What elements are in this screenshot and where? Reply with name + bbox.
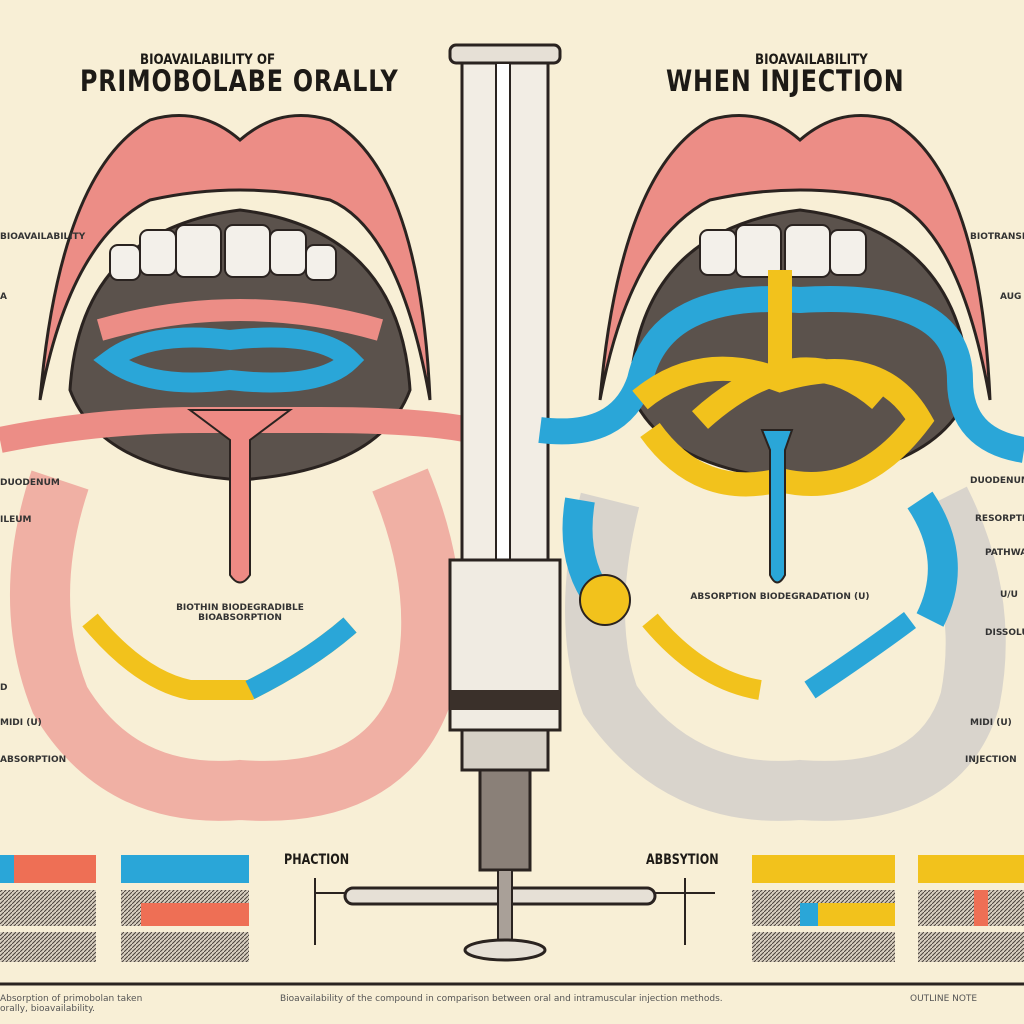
left-center-label: BIOTHIN BIODEGRADIBLE BIOABSORPTION	[176, 603, 304, 623]
left-side-label: ILEUM	[0, 515, 32, 525]
left-side-label: BIOAVAILABILITY	[0, 232, 86, 242]
right-subtitle: BIOAVAILABILITY	[755, 52, 868, 68]
right-yellow-tubes	[632, 270, 935, 497]
right-side-label: AUG	[1000, 292, 1022, 302]
left-teeth	[109, 224, 337, 281]
right-blue-tube	[538, 286, 1024, 463]
right-intestine	[565, 486, 1006, 821]
footer-center-note: Bioavailability of the compound in compa…	[280, 994, 723, 1004]
left-intestine	[10, 468, 462, 821]
right-side-label: BIOTRANSFORM	[970, 232, 1024, 242]
right-bottom-label: ABBSYTION	[646, 852, 719, 868]
right-side-label: RESORPTION	[975, 514, 1024, 524]
left-pink-tube	[0, 407, 473, 453]
right-side-label: INJECTION	[965, 755, 1017, 765]
footer-right-note: OUTLINE NOTE	[910, 994, 978, 1004]
syringe-illustration	[314, 43, 715, 962]
right-side-label: PATHWAY	[985, 548, 1024, 558]
left-subtitle: BIOAVAILABILITY OF	[140, 52, 276, 68]
right-side-label: DISSOLUTION	[985, 628, 1024, 638]
right-legend-boxes	[752, 855, 1024, 962]
right-teeth	[699, 224, 867, 278]
left-side-label: DUODENUM	[0, 478, 60, 488]
left-side-label: D	[0, 683, 8, 693]
left-bottom-label: PHACTION	[284, 852, 350, 868]
left-upper-lip	[38, 114, 432, 401]
left-side-label: MIDI (U)	[0, 718, 42, 728]
left-title: PRIMOBOLABE ORALLY	[80, 64, 399, 98]
left-funnel	[187, 409, 293, 584]
right-side-label: MIDI (U)	[970, 718, 1012, 728]
left-mouth-illustration	[0, 114, 473, 821]
left-legend-boxes	[0, 855, 249, 962]
right-upper-lip	[598, 114, 992, 401]
right-side-label: DUODENUM	[970, 476, 1024, 486]
right-center-label: ABSORPTION BIODEGRADATION (U)	[690, 592, 870, 602]
left-side-label: ABSORPTION	[0, 755, 67, 765]
left-side-label: A	[0, 292, 7, 302]
right-needle-cap	[760, 429, 794, 584]
right-side-label: U/U	[1000, 590, 1018, 600]
right-title: WHEN INJECTION	[666, 64, 905, 98]
right-mouth-illustration	[538, 114, 1024, 821]
left-blue-tube	[93, 327, 365, 393]
footer-left-note: Absorption of primobolan taken orally, b…	[0, 994, 143, 1014]
